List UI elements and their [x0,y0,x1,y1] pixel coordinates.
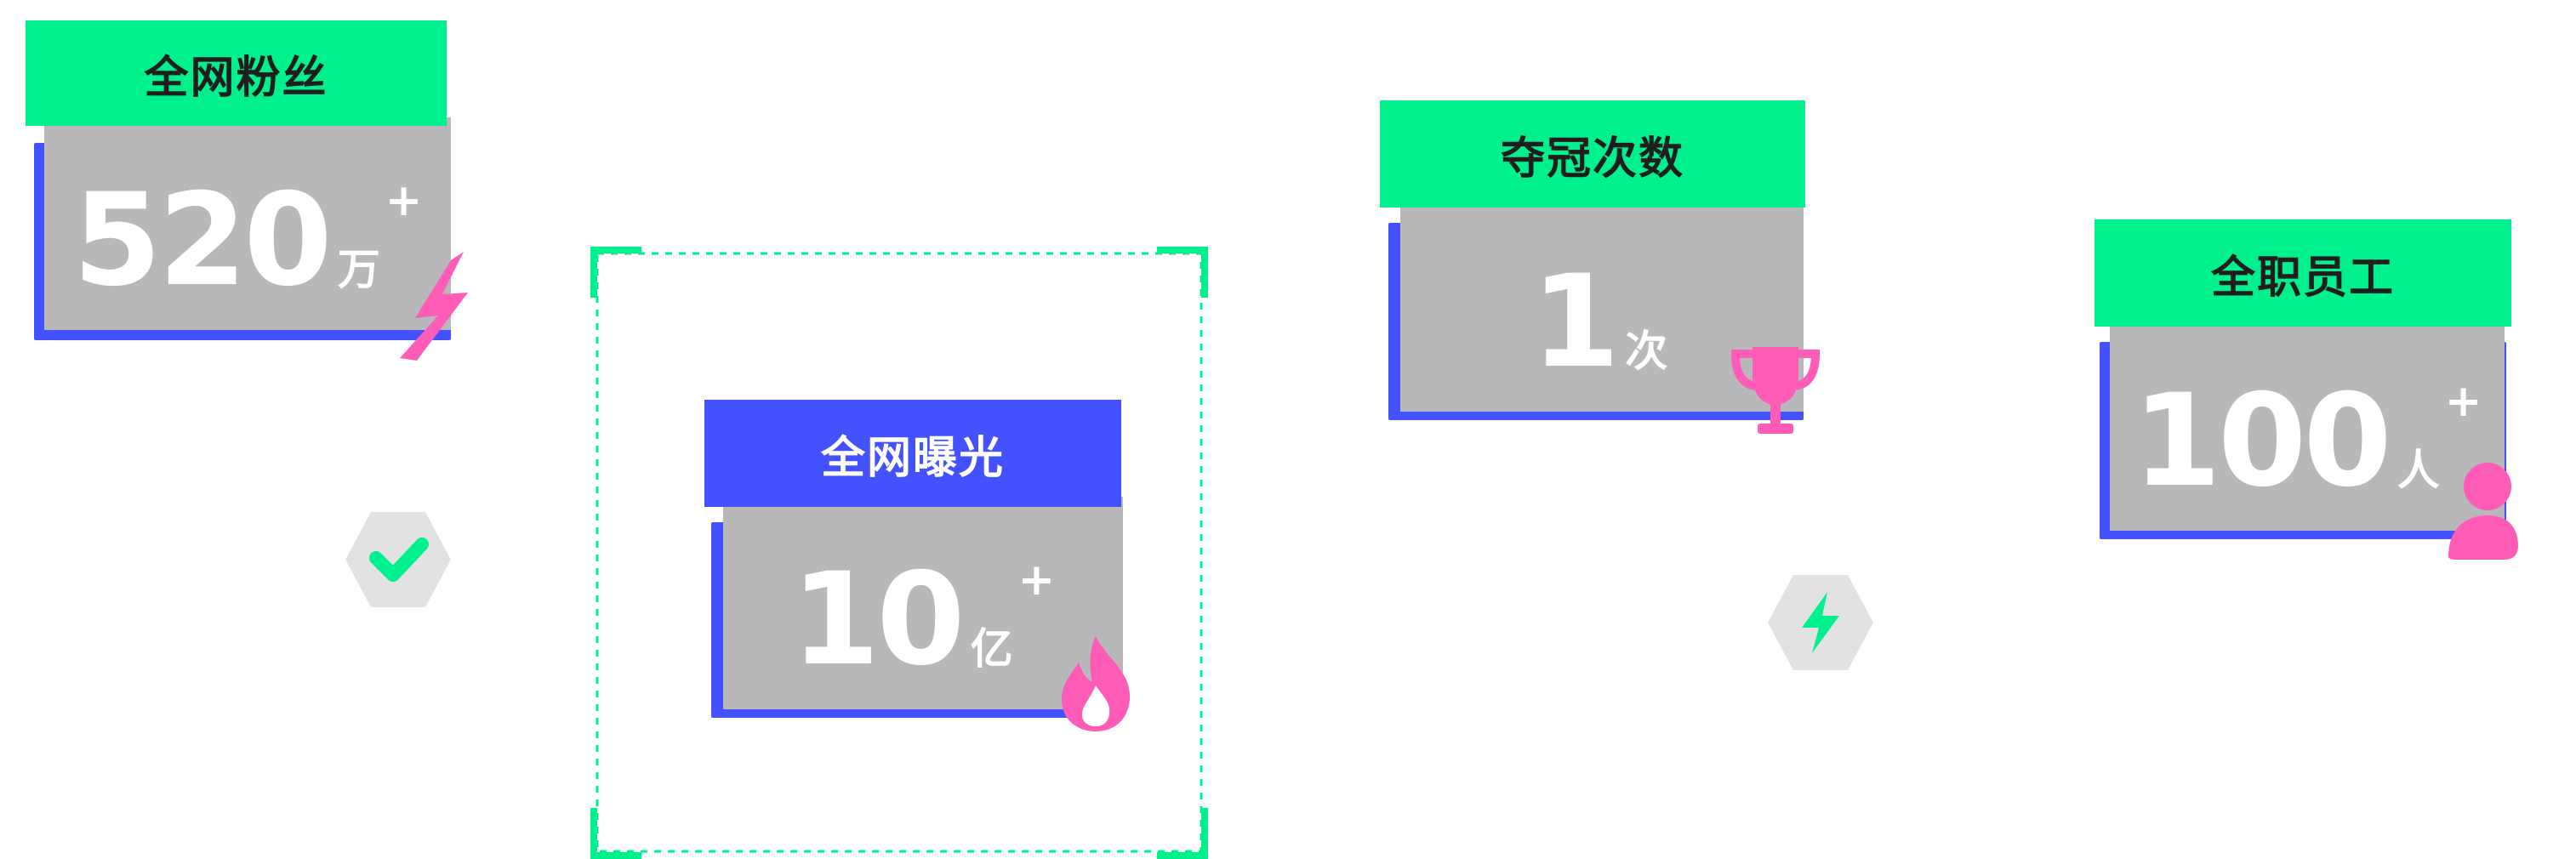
stat-card-staff: 100 人 + 全职员工 [2089,214,2523,572]
stat-label-banner: 全网曝光 [704,400,1121,507]
stat-card-fans: 520 万 + 全网粉丝 [26,15,476,361]
stat-plus: + [1017,555,1056,606]
check-icon [345,512,451,607]
stat-card-championships: 1 次 夺冠次数 [1380,95,1831,452]
stat-label-banner: 全职员工 [2094,219,2511,327]
stat-unit: 人 [2396,446,2440,495]
stat-unit: 亿 [970,624,1013,674]
stat-plus: + [2444,376,2482,427]
lightning-icon [400,252,468,361]
stat-value: 10 [790,546,966,694]
stat-label: 全职员工 [2210,252,2395,304]
stat-label: 夺冠次数 [1500,133,1684,185]
stat-unit: 万 [337,245,380,294]
stat-value: 520 [72,167,333,315]
highlight-frame [590,247,1208,859]
stat-value-block: 100 人 + [2110,318,2505,531]
stat-card-exposure: 10 亿 + 全网曝光 [704,395,1147,735]
stat-plus: + [385,175,423,226]
stat-value-block: 10 亿 + [723,497,1123,709]
stat-label-banner: 全网粉丝 [26,20,447,126]
stat-value: 1 [1530,248,1620,396]
stat-value: 100 [2132,367,2392,515]
bolt-icon [1768,575,1873,670]
stat-unit: 次 [1625,327,1668,376]
stat-label-banner: 夺冠次数 [1380,100,1805,208]
stat-value-block: 520 万 + [44,117,451,330]
flame-icon [1062,636,1131,731]
trophy-icon [1730,347,1821,434]
stat-label: 全网粉丝 [144,52,328,104]
stat-label: 全网曝光 [820,432,1005,484]
person-icon [2448,463,2518,560]
